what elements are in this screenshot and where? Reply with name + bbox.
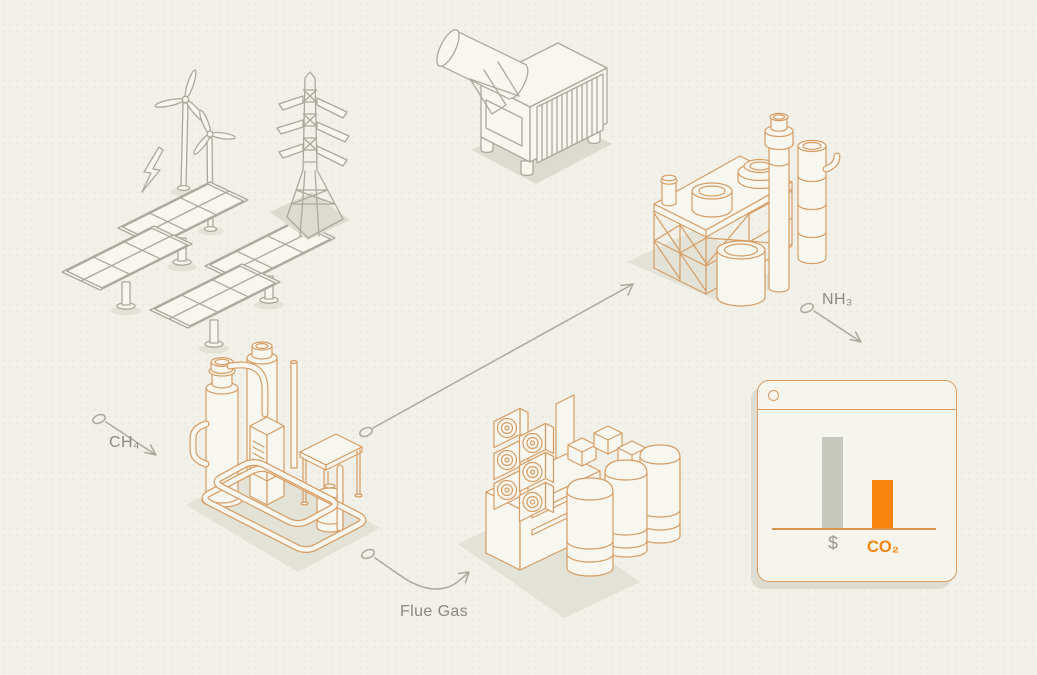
chart-card-header: [758, 381, 956, 410]
bar-label-co2: CO₂: [866, 538, 900, 556]
bar-co2: [872, 480, 893, 528]
methane-reformer-icon: [186, 341, 380, 572]
chart-card: $ CO₂: [757, 380, 957, 582]
transmission-tower-icon: [270, 71, 350, 240]
label-ch4: CH₄: [109, 434, 140, 451]
lightning-bolt-icon: [141, 146, 164, 193]
arrow-ch4: [92, 413, 157, 456]
carbon-capture-icon: [458, 394, 681, 618]
arrow-flue-gas: [361, 548, 470, 590]
label-nh3: NH₃: [822, 291, 853, 308]
ammonia-plant-icon: [627, 112, 841, 307]
generator-unit-icon: [436, 29, 612, 184]
label-flue-gas: Flue Gas: [400, 603, 469, 620]
bar-label-dollar: $: [827, 533, 838, 553]
flow-arrows: [92, 283, 862, 590]
chart-baseline: [772, 528, 936, 530]
bar-dollar: [822, 437, 843, 528]
arrow-nh3: [800, 302, 862, 343]
window-dot-icon: [768, 390, 779, 401]
arrow-reformer-to-ammonia-plant: [359, 283, 634, 438]
